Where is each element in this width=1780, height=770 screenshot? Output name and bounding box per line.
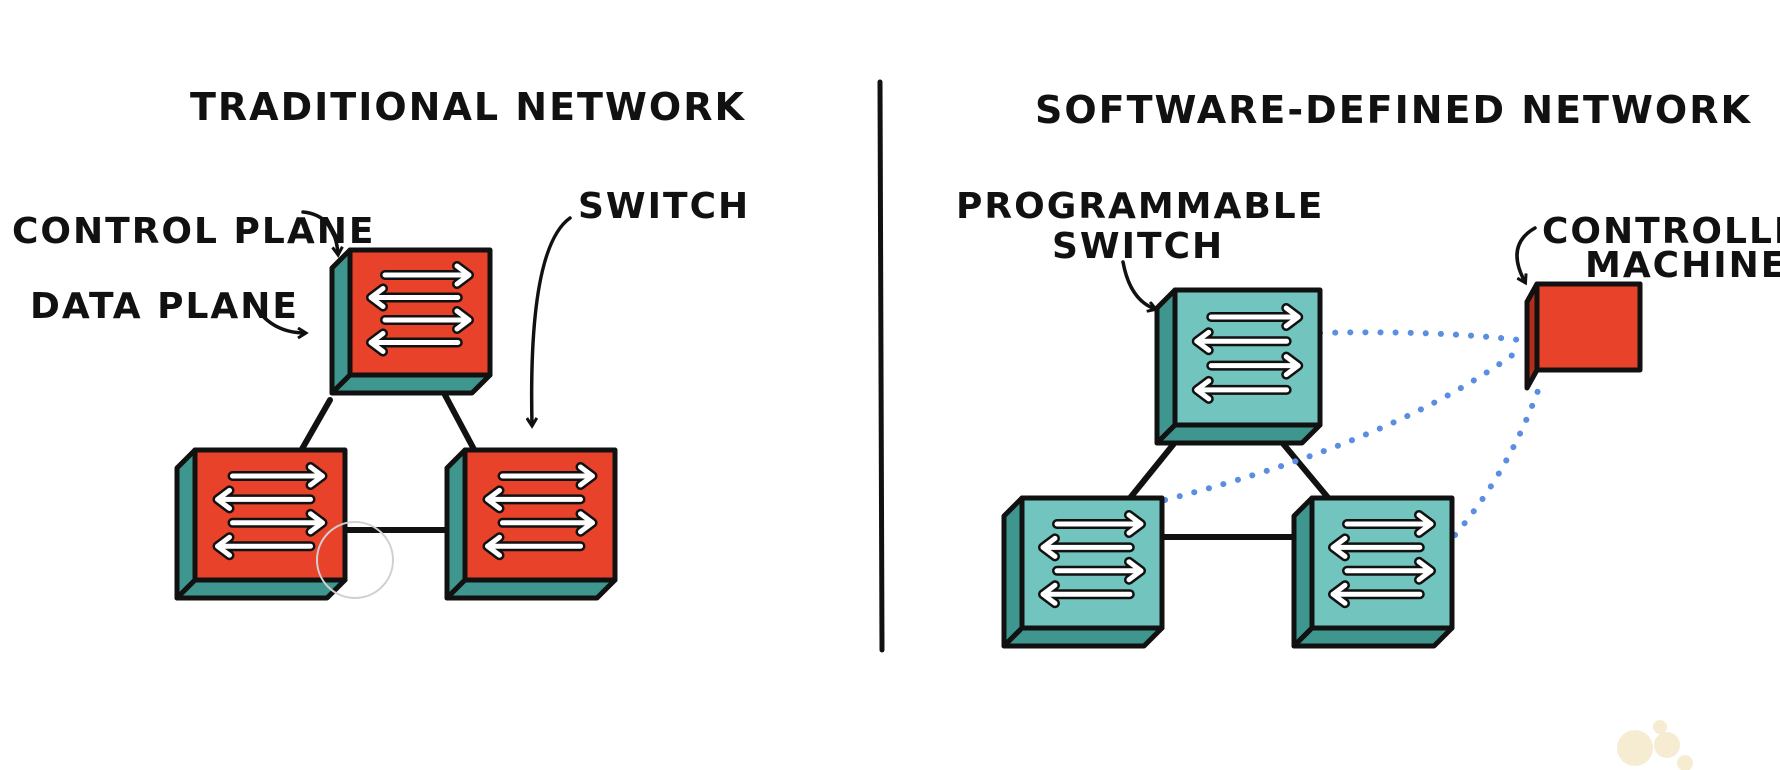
- controller-machine-cube: [1524, 281, 1643, 391]
- programmable-switch-label-line1: PROGRAMMABLE: [956, 186, 1324, 227]
- programmable-switch-label-line2: SWITCH: [1052, 226, 1224, 267]
- bidirectional-arrows-icon: [1328, 510, 1436, 609]
- switch-label: SWITCH: [578, 186, 750, 227]
- bidirectional-arrows-icon: [366, 261, 474, 357]
- controller-machine-pointer-icon: [1515, 226, 1537, 282]
- data-plane-pointer-icon: [248, 296, 305, 333]
- control-plane-pointer-icon: [301, 210, 338, 254]
- divider-line: [877, 79, 885, 653]
- sdn-switch-bottom-left: [1001, 495, 1165, 649]
- traditional-switch-bottom-right: [444, 447, 618, 601]
- controller-machine-label-line1: CONTROLLER: [1542, 211, 1780, 252]
- sdn-switch-bottom-right: [1291, 495, 1455, 649]
- control-plane-label: CONTROL PLANE: [12, 211, 375, 252]
- bidirectional-arrows-icon: [212, 462, 328, 561]
- traditional-title: TRADITIONAL NETWORK: [190, 85, 746, 129]
- bidirectional-arrows-icon: [482, 462, 598, 561]
- controller-machine-label-line2: MACHINE: [1585, 245, 1780, 286]
- pointer-arrows: [248, 210, 1537, 425]
- bidirectional-arrows-icon: [1191, 303, 1304, 404]
- controller-links: [1162, 329, 1543, 538]
- bidirectional-arrows-icon: [1038, 510, 1146, 609]
- watermark-logo: [1617, 720, 1693, 770]
- data-plane-label: DATA PLANE: [30, 286, 299, 327]
- sdn-switches: [1001, 287, 1455, 649]
- cursor-ring: [316, 521, 394, 599]
- sdn-title: SOFTWARE-DEFINED NETWORK: [1035, 88, 1752, 132]
- programmable-switch-pointer-icon: [1121, 260, 1155, 309]
- traditional-switch-top: [329, 247, 493, 396]
- switch-pointer-icon: [532, 216, 572, 425]
- traditional-switches: [174, 247, 618, 601]
- sdn-switch-top: [1154, 287, 1323, 446]
- traditional-switch-bottom-left: [174, 447, 348, 601]
